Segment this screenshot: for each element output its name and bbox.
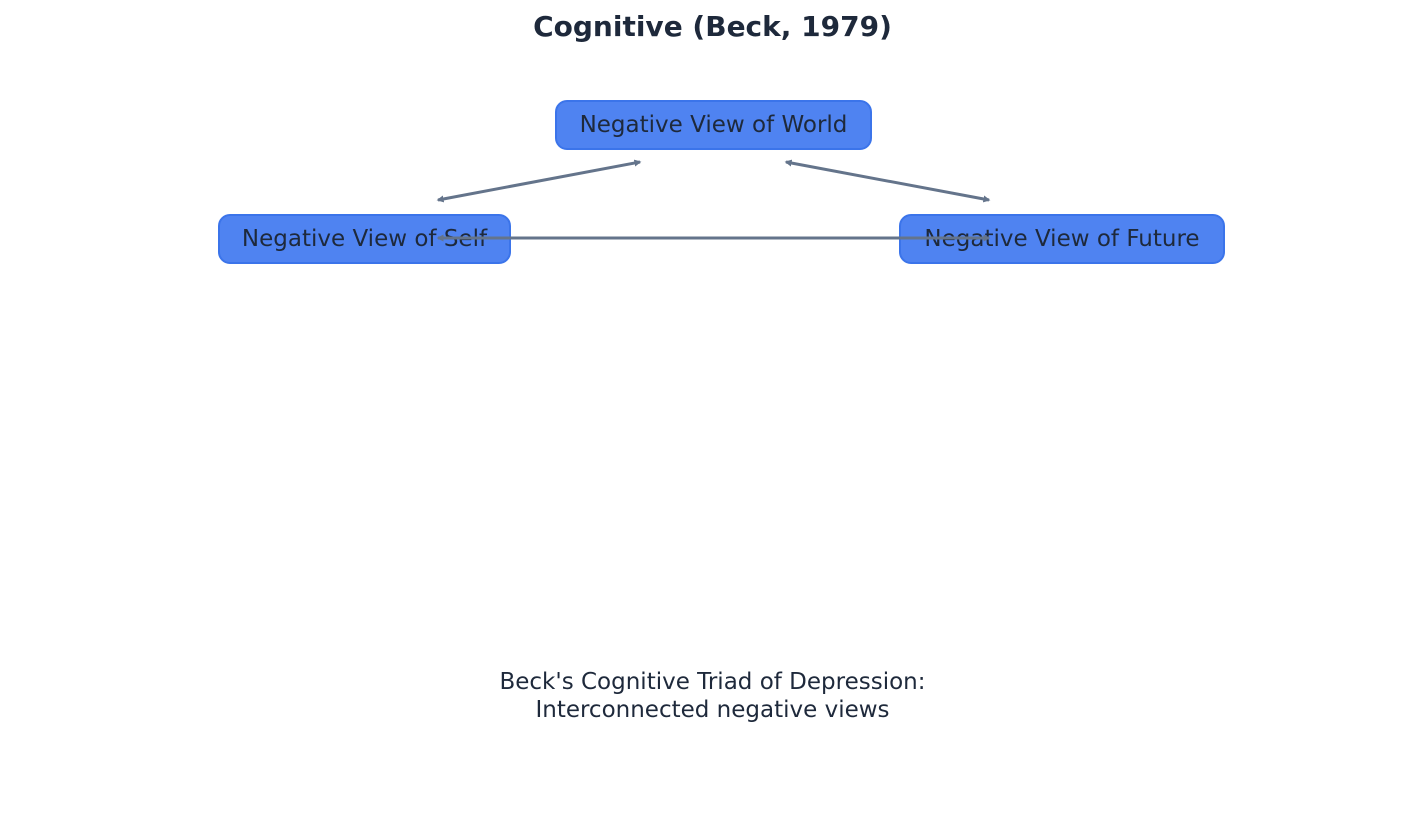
diagram-caption: Beck's Cognitive Triad of Depression: In… <box>0 668 1425 724</box>
diagram-title: Cognitive (Beck, 1979) <box>533 10 892 43</box>
arrow-world-self <box>436 159 642 203</box>
caption-line-2: Interconnected negative views <box>535 697 890 723</box>
node-negative-view-of-world: Negative View of World <box>555 100 872 150</box>
caption-line-1: Beck's Cognitive Triad of Depression: <box>499 669 926 695</box>
node-label: Negative View of World <box>579 112 848 138</box>
arrow-world-future <box>784 159 991 203</box>
